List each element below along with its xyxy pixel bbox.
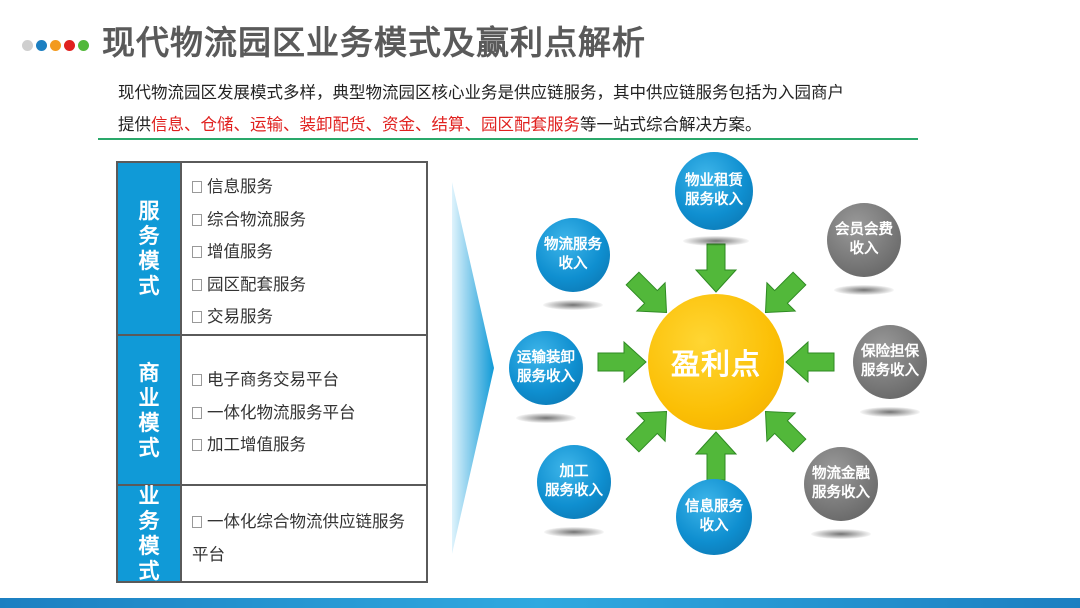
- node-transport-handling: 运输装卸服务收入: [509, 331, 583, 405]
- row-label: 业务模式: [138, 483, 160, 583]
- node-property-rental: 物业租赁服务收入: [675, 152, 753, 230]
- node-information-service: 信息服务收入: [676, 479, 752, 555]
- row-label-cell: 业务模式: [118, 483, 182, 583]
- node-logistics-service: 物流服务收入: [536, 218, 610, 292]
- blue-dot: [36, 40, 47, 51]
- row-items: 信息服务 综合物流服务 增值服务 园区配套服务 交易服务: [192, 163, 420, 334]
- checkbox-bullet-icon: [192, 406, 202, 419]
- intro-line-2: 提供信息、仓储、运输、装卸配货、资金、结算、园区配套服务等一站式综合解决方案。: [118, 111, 762, 135]
- inward-arrow-icon: [694, 431, 738, 481]
- intro-prefix: 提供: [118, 115, 151, 134]
- checkbox-bullet-icon: [192, 439, 202, 451]
- node-processing: 加工服务收入: [537, 445, 611, 519]
- checkbox-bullet-icon: [192, 181, 202, 193]
- profit-center-circle: 盈利点: [648, 294, 784, 430]
- mode-table: 服务模式 信息服务 综合物流服务 增值服务 园区配套服务 交易服务 商业模式 电…: [116, 161, 428, 583]
- inward-arrow-icon: [764, 271, 807, 314]
- row-label-cell: 服务模式: [118, 163, 182, 334]
- row-items: 电子商务交易平台 一体化物流服务平台 加工增值服务: [192, 336, 420, 486]
- table-row-operation-mode: 业务模式 一体化综合物流供应链服务平台: [118, 483, 426, 583]
- list-item: 交易服务: [192, 301, 420, 334]
- node-insurance-guarantee: 保险担保服务收入: [853, 325, 927, 399]
- intro-suffix: 等一站式综合解决方案。: [580, 115, 762, 134]
- node-logistics-finance: 物流金融服务收入: [804, 447, 878, 521]
- inward-arrow-icon: [597, 340, 647, 384]
- list-item: 一体化物流服务平台: [192, 397, 420, 430]
- node-shadow: [834, 285, 894, 295]
- list-item: 园区配套服务: [192, 269, 420, 302]
- red-dot: [64, 40, 75, 51]
- list-item: 电子商务交易平台: [192, 364, 420, 397]
- gray-dot: [22, 40, 33, 51]
- intro-highlight: 信息、仓储、运输、装卸配货、资金、结算、园区配套服务: [151, 115, 580, 134]
- checkbox-bullet-icon: [192, 311, 202, 323]
- inward-arrow-icon: [625, 410, 668, 453]
- inward-arrow-icon: [764, 410, 807, 453]
- checkbox-bullet-icon: [192, 246, 202, 258]
- bottom-bar: [0, 598, 1080, 608]
- row-label: 商业模式: [138, 361, 160, 460]
- node-shadow: [811, 529, 871, 539]
- green-dot: [78, 40, 89, 51]
- inward-arrows: [597, 243, 835, 481]
- chevron-right-arrow-icon: [452, 182, 494, 554]
- node-shadow: [516, 413, 576, 423]
- checkbox-bullet-icon: [192, 516, 202, 528]
- inward-arrow-icon: [785, 340, 835, 384]
- row-label-cell: 商业模式: [118, 336, 182, 486]
- inward-arrow-icon: [694, 243, 738, 293]
- checkbox-bullet-icon: [192, 278, 202, 291]
- orange-dot: [50, 40, 61, 51]
- node-shadow: [543, 300, 603, 310]
- list-item: 加工增值服务: [192, 429, 420, 462]
- table-row-service-mode: 服务模式 信息服务 综合物流服务 增值服务 园区配套服务 交易服务: [118, 163, 426, 334]
- list-item: 增值服务: [192, 236, 420, 269]
- table-row-business-mode: 商业模式 电子商务交易平台 一体化物流服务平台 加工增值服务: [118, 334, 426, 486]
- intro-line-1: 现代物流园区发展模式多样，典型物流园区核心业务是供应链服务，其中供应链服务包括为…: [118, 83, 844, 102]
- row-label: 服务模式: [138, 198, 160, 298]
- list-item: 信息服务: [192, 171, 420, 204]
- checkbox-bullet-icon: [192, 213, 202, 226]
- divider-line: [98, 138, 918, 140]
- list-item: 一体化综合物流供应链服务平台: [192, 512, 405, 564]
- node-shadow: [860, 407, 920, 417]
- node-shadow: [683, 236, 749, 246]
- list-item: 综合物流服务: [192, 204, 420, 237]
- page-title: 现代物流园区业务模式及赢利点解析: [102, 23, 646, 62]
- checkbox-bullet-icon: [192, 374, 202, 386]
- profit-points-diagram: 盈利点 物业租赁服务收入 物流服务收入 会员会费收入 运输装卸服务收入 保险担保…: [500, 145, 932, 605]
- title-decoration-dots: [22, 40, 89, 51]
- node-membership-fee: 会员会费收入: [827, 203, 901, 277]
- row-items: 一体化综合物流供应链服务平台: [192, 486, 420, 581]
- node-shadow: [544, 527, 604, 537]
- inward-arrow-icon: [625, 271, 668, 314]
